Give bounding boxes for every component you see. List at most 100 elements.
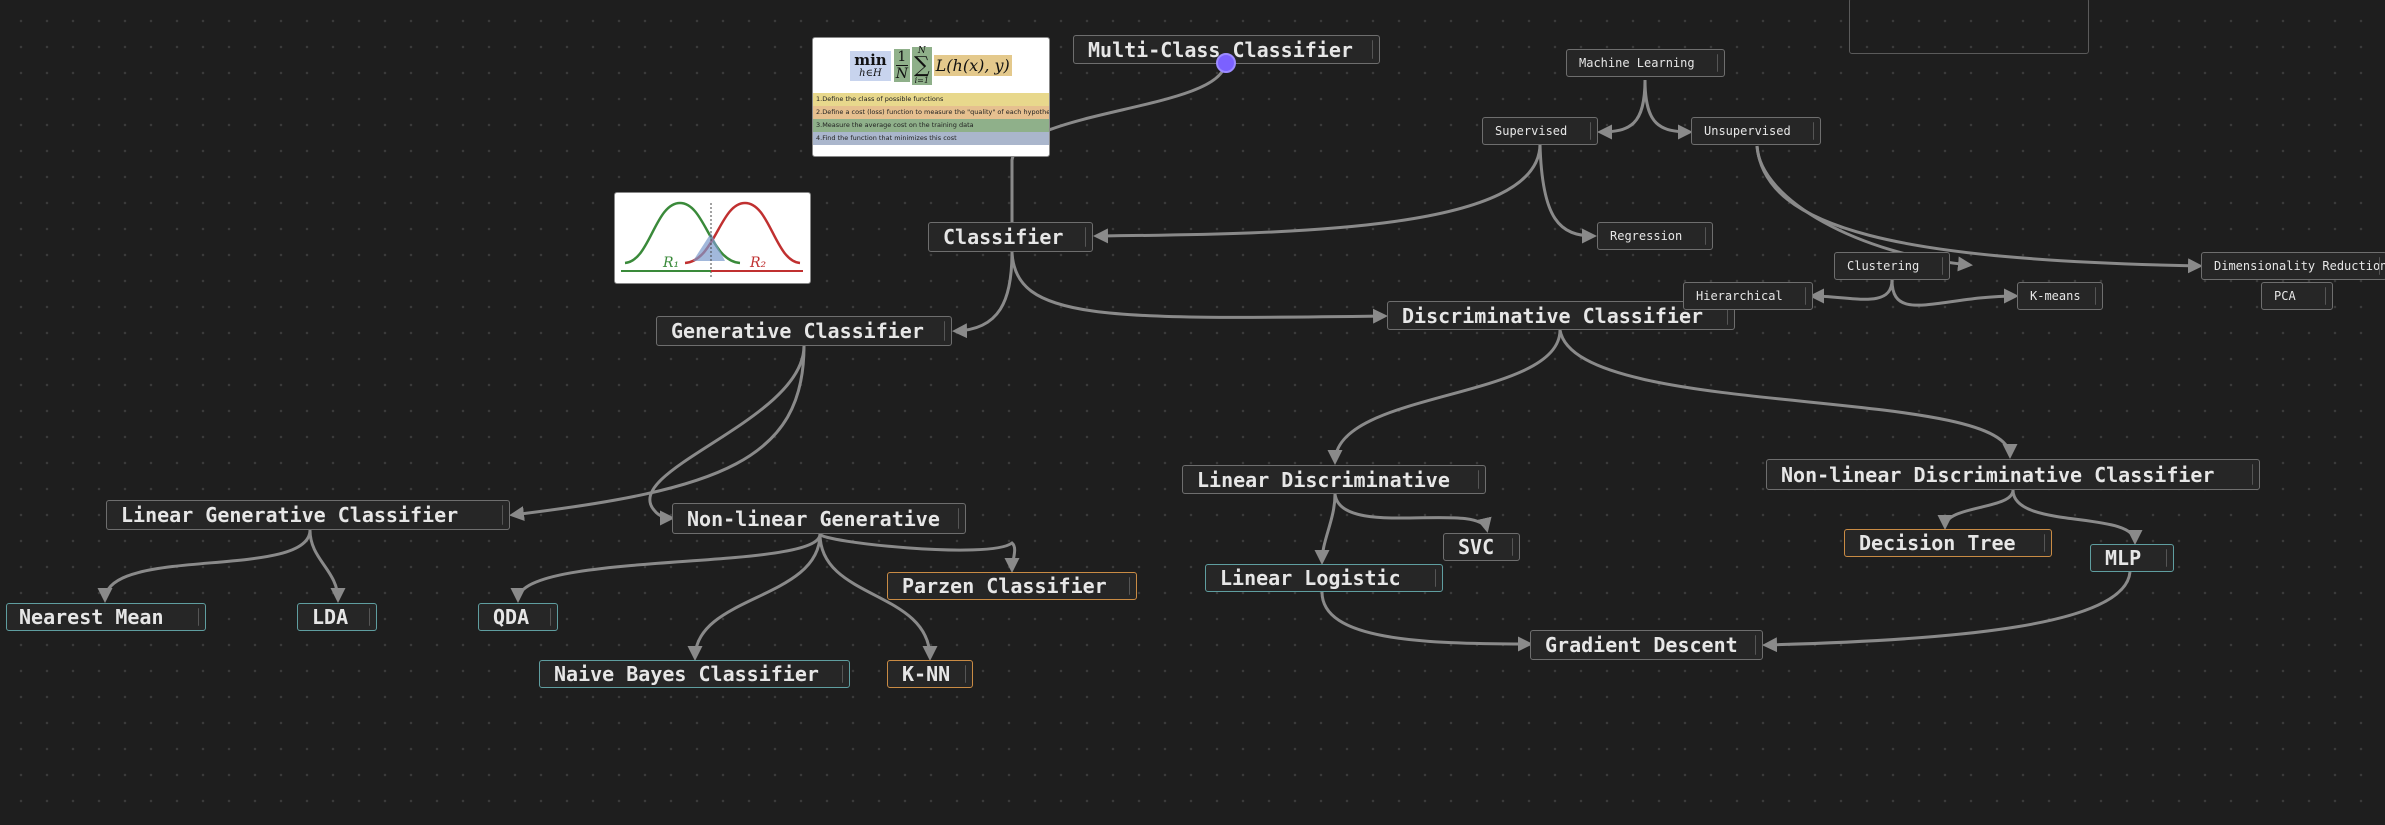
node-regression-label: Regression	[1610, 229, 1683, 243]
edge-supervised-classifier	[1093, 143, 1542, 244]
node-knn[interactable]: K-NN	[887, 660, 973, 688]
edge-disc-nonlineardisc	[1558, 329, 2018, 459]
edge-lingen-lda	[308, 529, 346, 603]
node-classifier-label: Classifier	[943, 225, 1064, 249]
edge-ml-supervised	[1597, 79, 1647, 140]
density-card[interactable]: R₁ R₂	[614, 192, 811, 284]
density-overlap-region	[693, 233, 725, 261]
edge-nonlindisc-dtree	[1937, 489, 2015, 530]
formula-sum: N ∑ i=1	[911, 45, 932, 85]
node-qda[interactable]: QDA	[478, 603, 558, 631]
edge-unsupervised-dimred	[1755, 145, 2203, 274]
node-discriminative-classifier-label: Discriminative Classifier	[1402, 303, 1704, 328]
formula-numerator: 1	[897, 49, 907, 65]
formula-loss: L(h(x), y)	[933, 55, 1012, 76]
node-machine-learning-label: Machine Learning	[1579, 56, 1695, 70]
edge-disc-lineardisc	[1327, 329, 1562, 465]
node-linear-generative-classifier-label: Linear Generative Classifier	[121, 503, 459, 527]
node-nonlinear-generative[interactable]: Non-linear Generative	[672, 503, 966, 534]
edge-nonlingen-knn	[818, 533, 938, 661]
node-decision-tree[interactable]: Decision Tree	[1844, 529, 2052, 557]
formula-min: min h∈H	[850, 50, 891, 81]
edge-lineardisc-svc	[1333, 493, 1492, 533]
formula-step-4: 4.Find the function that minimizes this …	[813, 132, 1049, 145]
node-gradient-descent[interactable]: Gradient Descent	[1530, 630, 1763, 660]
node-linear-logistic-label: Linear Logistic	[1220, 566, 1401, 590]
formula-card[interactable]: min h∈H 1 N N ∑ i=1 L(h(x), y) 1.Define …	[812, 37, 1050, 157]
node-parzen-classifier[interactable]: Parzen Classifier	[887, 572, 1137, 600]
formula-sum-upper: N	[917, 45, 926, 56]
node-lda-label: LDA	[312, 605, 349, 629]
formula-step-2: 2.Define a cost (loss) function to measu…	[813, 106, 1049, 119]
edge-nonlingen-qda	[510, 533, 822, 603]
node-dimensionality-reduction[interactable]: Dimensionality Reduction	[2201, 252, 2385, 280]
node-regression[interactable]: Regression	[1597, 222, 1713, 250]
node-nearest-mean-label: Nearest Mean	[19, 605, 164, 629]
node-unsupervised[interactable]: Unsupervised	[1691, 117, 1821, 145]
node-unsupervised-label: Unsupervised	[1704, 124, 1791, 138]
edge-generative-nonlinear	[648, 345, 806, 526]
node-hierarchical-label: Hierarchical	[1696, 289, 1783, 303]
node-mlp-label: MLP	[2105, 546, 2142, 570]
region-2-label: R₂	[749, 255, 767, 271]
empty-frame[interactable]	[1849, 0, 2089, 54]
formula-sigma: ∑	[913, 52, 930, 78]
node-linear-discriminative[interactable]: Linear Discriminative	[1182, 465, 1486, 494]
node-linear-discriminative-label: Linear Discriminative	[1197, 467, 1450, 492]
formula-fraction: 1 N	[893, 49, 910, 82]
node-discriminative-classifier[interactable]: Discriminative Classifier	[1387, 301, 1735, 330]
node-decision-tree-label: Decision Tree	[1859, 531, 2016, 555]
formula-step-1: 1.Define the class of possible functions	[813, 93, 1049, 106]
formula-denominator: N	[895, 66, 908, 82]
node-generative-classifier-label: Generative Classifier	[671, 319, 924, 343]
node-lda[interactable]: LDA	[297, 603, 377, 631]
formula-min-label: min	[854, 50, 887, 69]
node-svc[interactable]: SVC	[1443, 533, 1520, 561]
node-mlp[interactable]: MLP	[2090, 544, 2174, 572]
node-hierarchical[interactable]: Hierarchical	[1683, 282, 1813, 310]
node-supervised[interactable]: Supervised	[1482, 117, 1598, 145]
node-naive-bayes-classifier-label: Naive Bayes Classifier	[554, 662, 819, 686]
node-kmeans-label: K-means	[2030, 289, 2081, 303]
node-machine-learning[interactable]: Machine Learning	[1566, 49, 1725, 77]
density-curve-class-1	[624, 201, 741, 265]
edge-nonlingen-parzen	[818, 532, 1020, 573]
node-qda-label: QDA	[493, 605, 530, 629]
edge-ml-unsupervised	[1643, 79, 1693, 140]
edge-logistic-gd	[1320, 591, 1533, 652]
edge-clustering-kmeans	[1890, 279, 2019, 307]
edge-classifier-discriminative	[1010, 251, 1388, 324]
node-knn-label: K-NN	[902, 662, 951, 686]
node-generative-classifier[interactable]: Generative Classifier	[656, 316, 952, 346]
region-1-label: R₁	[662, 255, 679, 271]
edge-mlp-gd	[1762, 571, 2132, 653]
node-svc-label: SVC	[1458, 535, 1495, 559]
node-classifier[interactable]: Classifier	[928, 222, 1093, 252]
node-linear-logistic[interactable]: Linear Logistic	[1205, 564, 1443, 592]
node-dimensionality-reduction-label: Dimensionality Reduction	[2214, 259, 2385, 273]
node-supervised-label: Supervised	[1495, 124, 1568, 138]
node-naive-bayes-classifier[interactable]: Naive Bayes Classifier	[539, 660, 850, 688]
node-kmeans[interactable]: K-means	[2017, 282, 2103, 310]
node-clustering[interactable]: Clustering	[1834, 252, 1950, 280]
connection-handle[interactable]	[1216, 53, 1236, 73]
edge-nonlindisc-mlp	[2011, 489, 2143, 545]
edge-clustering-hierarchical	[1809, 279, 1894, 304]
density-illustration: R₁ R₂	[621, 201, 803, 277]
node-nonlinear-discriminative-classifier[interactable]: Non-linear Discriminative Classifier	[1766, 459, 2260, 490]
node-nonlinear-generative-label: Non-linear Generative	[687, 506, 940, 531]
node-clustering-label: Clustering	[1847, 259, 1920, 273]
edge-classifier-generative	[952, 251, 1014, 339]
node-gradient-descent-label: Gradient Descent	[1545, 633, 1738, 657]
node-nearest-mean[interactable]: Nearest Mean	[6, 603, 206, 631]
edge-lineardisc-logistic	[1314, 493, 1337, 565]
node-linear-generative-classifier[interactable]: Linear Generative Classifier	[106, 500, 510, 530]
formula-sum-lower: i=1	[914, 75, 929, 85]
formula-step-3: 3.Measure the average cost on the traini…	[813, 119, 1049, 132]
node-pca-label: PCA	[2274, 289, 2296, 303]
formula-hypothesis-set: h∈H	[859, 67, 882, 79]
node-parzen-classifier-label: Parzen Classifier	[902, 574, 1107, 598]
edge-supervised-regression	[1538, 143, 1597, 244]
node-pca[interactable]: PCA	[2261, 282, 2333, 310]
